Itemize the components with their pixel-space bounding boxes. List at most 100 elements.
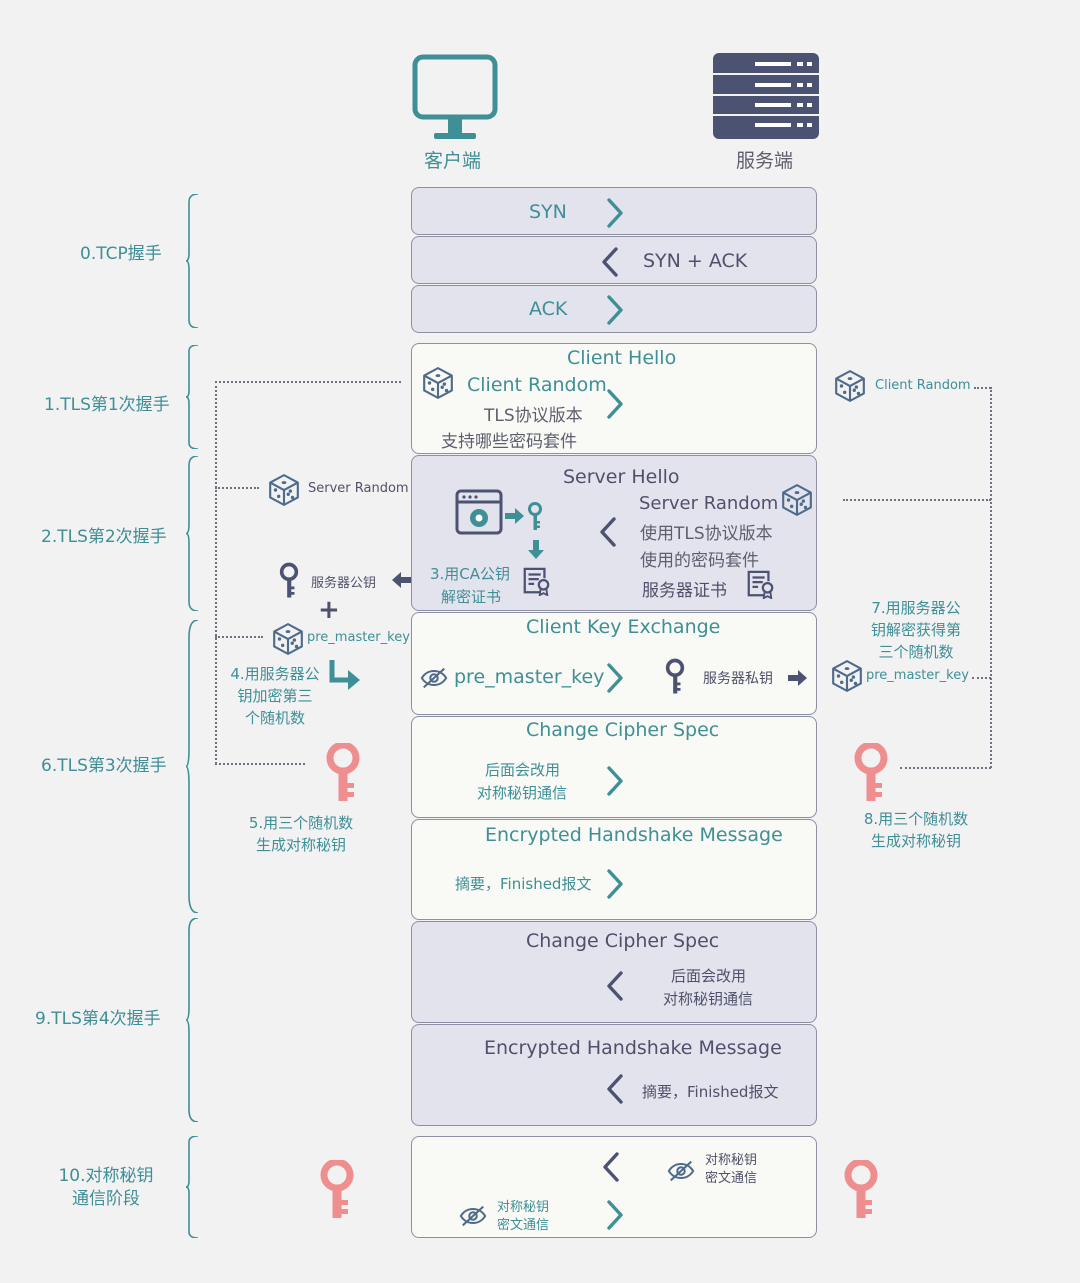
arrow-right-icon — [605, 662, 625, 694]
arrow-right-solid-icon — [788, 670, 807, 686]
ccs-server-title: Change Cipher Spec — [526, 930, 720, 952]
right-pre-master: pre_master_key — [866, 668, 969, 683]
server-symmetric-line1: 对称秘钥 — [705, 1153, 758, 1168]
dotted-connector — [900, 767, 991, 769]
cipher-suites-label: 支持哪些密码套件 — [441, 432, 577, 452]
symmetric-key-icon — [843, 1160, 879, 1220]
arrow-right-icon — [605, 868, 625, 900]
ccs-client-line2: 对称秘钥通信 — [477, 784, 568, 802]
server-public-key-icon — [278, 562, 300, 600]
dice-icon — [271, 622, 305, 656]
brace-phase-2 — [186, 456, 200, 611]
server-hello-box: Server Hello 3.用CA公钥 解密证书 Server Random … — [411, 455, 817, 611]
ccs-client-line1: 后面会改用 — [485, 761, 561, 779]
syn-label: SYN — [529, 201, 567, 223]
ehm-server-box: Encrypted Handshake Message 摘要，Finished报… — [411, 1024, 817, 1126]
server-random-label: Server Random — [639, 493, 779, 514]
phase-label-1: 1.TLS第1次握手 — [44, 395, 170, 415]
phase-label-2: 2.TLS第2次握手 — [41, 527, 167, 547]
arrow-left-icon — [605, 970, 625, 1002]
right-client-random: Client Random — [875, 378, 971, 393]
server-label: 服务端 — [736, 150, 794, 172]
dotted-connector — [990, 387, 992, 768]
ack-box: ACK — [411, 285, 817, 333]
dotted-connector — [843, 499, 991, 501]
ehm-server-title: Encrypted Handshake Message — [484, 1037, 782, 1059]
client-hello-box: Client Hello Client Random TLS协议版本 支持哪些密… — [411, 343, 817, 454]
server-symmetric-line2: 密文通信 — [705, 1171, 758, 1186]
step7-note: 7.用服务器公 钥解密获得第 三个随机数 — [870, 599, 961, 661]
client-random-label: Client Random — [467, 374, 607, 396]
dotted-connector — [215, 381, 401, 383]
arrow-right-solid-icon — [505, 508, 524, 524]
client-symmetric-line1: 对称秘钥 — [497, 1200, 550, 1215]
symmetric-key-icon — [853, 743, 889, 803]
brace-phase-1 — [186, 345, 199, 449]
arrow-left-icon — [600, 246, 620, 278]
dice-icon — [421, 366, 455, 400]
ccs-server-line2: 对称秘钥通信 — [663, 990, 754, 1008]
verify-cert-line2: 解密证书 — [441, 588, 502, 606]
client-label: 客户端 — [424, 150, 482, 172]
left-pre-master: pre_master_key — [307, 630, 410, 645]
synack-label: SYN + ACK — [643, 250, 748, 272]
eye-off-icon — [667, 1159, 695, 1183]
arrow-left-icon — [605, 1073, 625, 1105]
arrow-right-icon — [605, 197, 625, 229]
phase-label-0: 0.TCP握手 — [80, 244, 162, 264]
symmetric-box: 对称秘钥 密文通信 对称秘钥 密文通信 — [411, 1136, 817, 1238]
brace-phase-5 — [186, 1136, 199, 1238]
ehm-client-text: 摘要，Finished报文 — [455, 875, 592, 893]
turn-right-arrow-icon — [329, 660, 360, 690]
ehm-server-text: 摘要，Finished报文 — [642, 1083, 779, 1101]
server-hello-title: Server Hello — [563, 466, 680, 488]
ccs-server-line1: 后面会改用 — [671, 967, 747, 985]
left-server-public-key: 服务器公钥 — [311, 576, 377, 591]
ccs-server-box: Change Cipher Spec 后面会改用 对称秘钥通信 — [411, 921, 817, 1023]
browser-icon — [455, 489, 503, 535]
dotted-connector — [215, 636, 263, 638]
certificate-icon — [745, 569, 775, 599]
cke-server-private-key: 服务器私钥 — [703, 671, 773, 687]
dice-icon — [830, 659, 864, 693]
client-key-exchange-box: Client Key Exchange pre_master_key 服务器私钥 — [411, 612, 817, 715]
certificate-icon — [521, 566, 551, 596]
left-server-random: Server Random — [308, 481, 409, 496]
dotted-connector — [972, 677, 991, 679]
server-cert-label: 服务器证书 — [642, 581, 727, 601]
server-icon — [713, 53, 819, 139]
synack-box: SYN + ACK — [411, 236, 817, 284]
arrow-left-solid-icon — [392, 572, 411, 588]
tls-version-label: TLS协议版本 — [484, 406, 583, 426]
ccs-client-box: Change Cipher Spec 后面会改用 对称秘钥通信 — [411, 716, 817, 818]
dice-icon — [780, 483, 814, 517]
arrow-right-icon — [605, 388, 625, 420]
eye-off-icon — [420, 666, 448, 690]
arrow-down-icon — [528, 540, 544, 559]
symmetric-key-icon — [319, 1160, 355, 1220]
arrow-right-icon — [605, 1199, 625, 1231]
ack-label: ACK — [529, 298, 568, 320]
syn-box: SYN — [411, 187, 817, 235]
brace-phase-0 — [186, 194, 200, 328]
dice-icon — [833, 369, 867, 403]
arrow-left-icon — [601, 1151, 621, 1183]
brace-phase-3 — [186, 620, 200, 913]
brace-phase-4 — [186, 918, 200, 1122]
server-cipher-suite: 使用的密码套件 — [640, 551, 759, 571]
step4-note: 4.用服务器公 钥加密第三 个随机数 — [230, 665, 320, 727]
symmetric-key-icon — [325, 743, 361, 803]
plus-sign: + — [318, 595, 340, 625]
cke-pre-master: pre_master_key — [454, 666, 605, 688]
dice-icon — [267, 473, 301, 507]
eye-off-icon — [459, 1204, 487, 1228]
ehm-client-box: Encrypted Handshake Message 摘要，Finished报… — [411, 819, 817, 920]
ehm-client-title: Encrypted Handshake Message — [485, 824, 783, 846]
phase-label-3: 6.TLS第3次握手 — [41, 756, 167, 776]
client-symmetric-line2: 密文通信 — [497, 1218, 550, 1233]
arrow-right-icon — [605, 294, 625, 326]
client-hello-title: Client Hello — [567, 347, 677, 369]
server-private-key-icon — [664, 658, 686, 696]
step5-note: 5.用三个随机数 生成对称秘钥 — [248, 814, 354, 854]
server-tls-version: 使用TLS协议版本 — [640, 524, 773, 544]
